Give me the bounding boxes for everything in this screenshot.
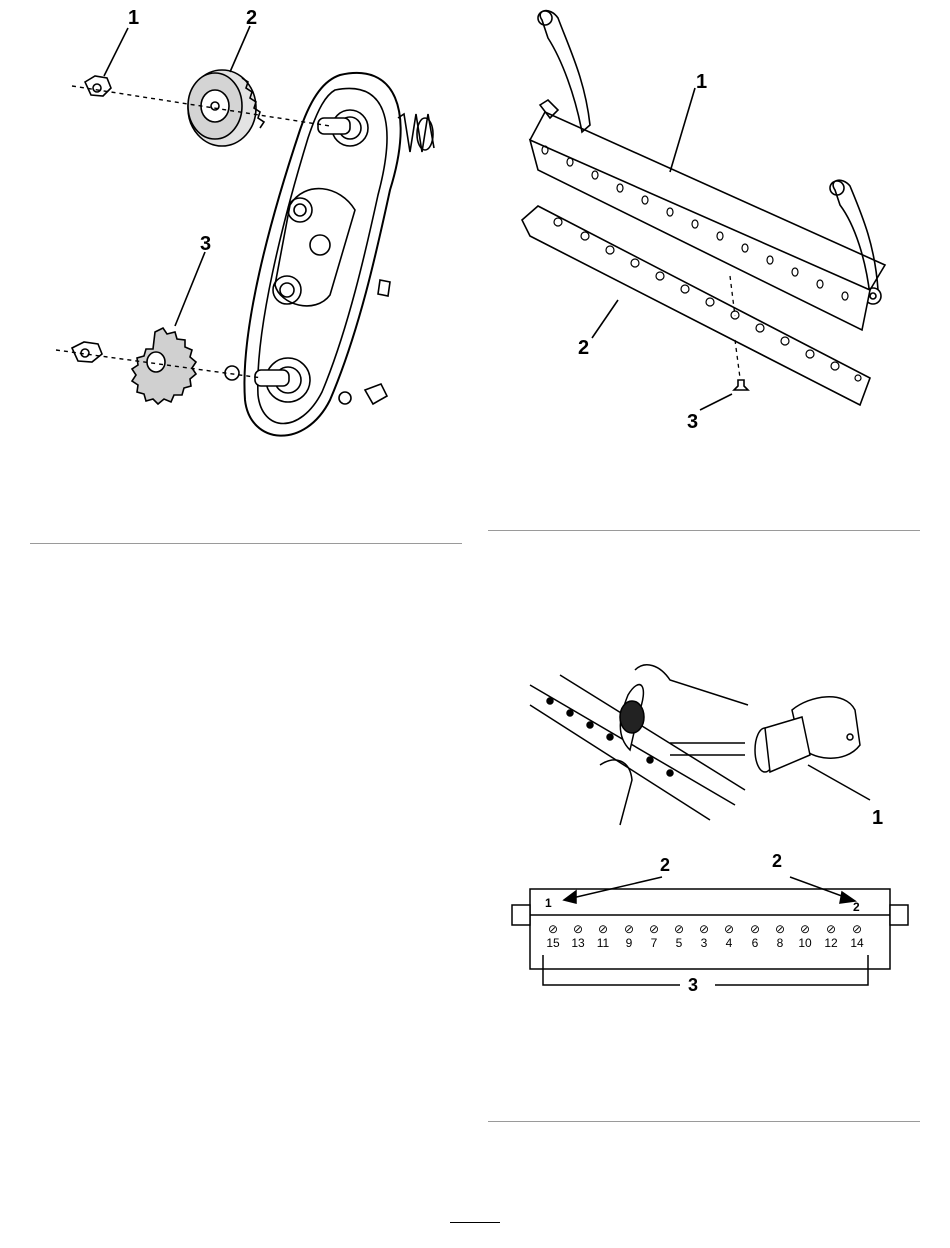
gearbox-figure: 1 2 3 [0, 0, 470, 460]
callout-3: 3 [200, 234, 211, 254]
bedknife-illustration [490, 0, 950, 460]
section-divider-left [30, 543, 462, 544]
section-divider-right-bottom [488, 1121, 920, 1122]
position-label: 1 [545, 896, 552, 910]
callout-1: 1 [696, 72, 707, 92]
position-label: 2 [853, 900, 860, 914]
screw-sequence: ⊘15 ⊘13 ⊘11 ⊘9 ⊘7 ⊘5 ⊘3 ⊘4 ⊘6 ⊘8 ⊘10 ⊘12… [538, 922, 878, 962]
callout-3: 3 [687, 412, 698, 432]
screwdriver-illustration [520, 655, 900, 830]
callout-2: 2 [246, 8, 257, 28]
callout-1: 1 [872, 808, 883, 828]
screw-14: ⊘14 [842, 922, 872, 950]
screwdriver-figure [520, 655, 900, 830]
bedknife-figure: 1 2 3 [490, 0, 950, 460]
callout-1: 1 [128, 8, 139, 28]
section-divider-right-top [488, 530, 920, 531]
end-marker-callout: 2 [772, 851, 782, 871]
page-footer-rule [450, 1222, 500, 1223]
callout-2: 2 [578, 338, 589, 358]
end-marker-callout: 2 [660, 855, 670, 875]
group-callout: 3 [688, 975, 698, 995]
gearbox-illustration [0, 0, 470, 460]
